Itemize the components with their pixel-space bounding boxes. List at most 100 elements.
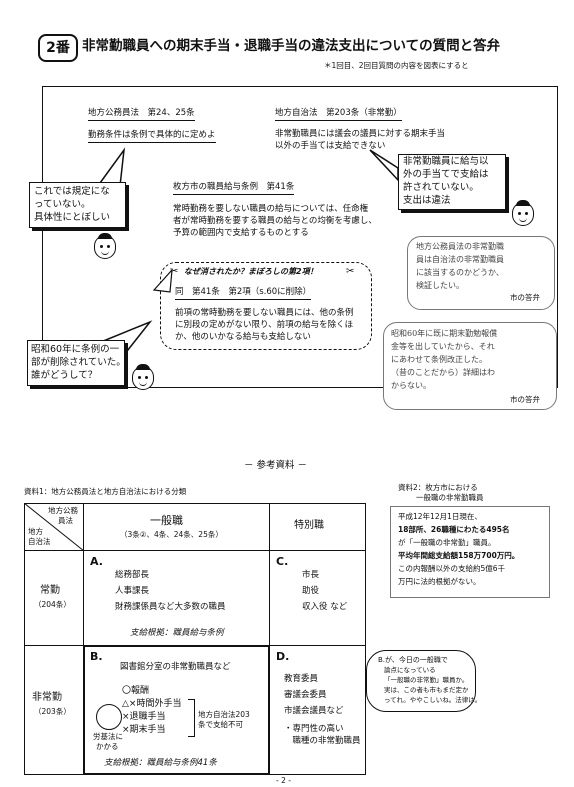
col1-sub: （3条②、4条、24条、25条）: [120, 530, 223, 539]
b-item-1: 〇報酬: [122, 686, 150, 696]
answer1-line1: 地方公務員法の非常勤職: [416, 242, 504, 251]
diagram-frame: [42, 86, 558, 388]
scissors-icon-right: ✂: [346, 266, 355, 277]
b-item-4: ×期末手当: [122, 725, 166, 735]
erased-clause-box: [160, 262, 372, 350]
answer1-line4: 検証したい。: [416, 281, 464, 290]
callout-left-1-line3: 具体性にとぼしい: [34, 212, 111, 223]
row2-sub: （203条）: [34, 707, 71, 716]
a-label: A.: [90, 555, 103, 568]
callout-left-1: [29, 182, 126, 228]
callout-left-1-line1: これでは規定にな: [34, 186, 110, 197]
bubble-line5: ってれ。ややこしいね。法律は。: [384, 696, 482, 704]
person-face-icon-3: [132, 364, 154, 390]
b-note-2: 条で支給不可: [198, 720, 243, 729]
b-brace: [188, 699, 195, 737]
callout-left-2-line2: 部が削除されていた。: [31, 357, 126, 368]
d-item-2: 審議会委員: [284, 690, 327, 700]
answer2-sign: 市の答弁: [510, 395, 540, 404]
badge-text: 2番: [46, 40, 70, 56]
erased-line3: か、他のいかなる給与も支給しない: [175, 332, 311, 342]
corner-bottom2: 自治法: [28, 537, 51, 546]
material2-line-5: この内報酬以外の支給約5億6千: [398, 564, 506, 573]
reference-title: － 参考資料 －: [244, 460, 308, 471]
row2-title: 非常勤: [32, 692, 62, 703]
erased-line1: 前項の常時勤務を要しない職員には、他の条例: [175, 308, 354, 318]
corner-top2: 員法: [58, 516, 73, 525]
person-face-icon-1: [94, 233, 116, 259]
b-label: B.: [90, 650, 103, 663]
material2-line-2: 18部所、26職種にわたる495名: [398, 525, 510, 534]
a-basis: 支給根拠：職員給与条例: [130, 628, 224, 638]
answer2-line2: 金等を出していたから、それ: [391, 342, 495, 351]
chihou-jichi-heading: 地方自治法 第203条（非常勤）: [275, 108, 402, 121]
callout-right-1-line4: 支出は違法: [403, 195, 451, 206]
c-item-1: 市長: [302, 570, 320, 580]
header-note: ＊1回目、2回目質問の内容を図表にすると: [324, 61, 469, 70]
cell-d: [269, 645, 366, 775]
material2-line-3: が「一般職の非常勤」職員。: [398, 538, 496, 547]
d-item-4: ・専門性の高い: [284, 724, 344, 734]
ordinance-line1: 常時勤務を要しない職員の給与については、任命権: [173, 204, 369, 214]
col1-title: 一般職: [150, 514, 183, 527]
a-item-3: 財務課係員など大多数の職員: [115, 602, 226, 612]
chihou-koumuin-text: 勤務条件は条例で具体的に定めよ: [88, 130, 216, 143]
ordinance-heading: 枚方市の職員給与条例 第41条: [173, 182, 295, 195]
material2-line-1: 平成12年12月1日現在、: [398, 512, 482, 521]
c-label: C.: [276, 555, 289, 568]
corner-bottom: 地方: [28, 527, 43, 536]
answer1-line2: 員は自治法の非常勤職員: [416, 255, 504, 264]
a-item-1: 総務部長: [115, 570, 150, 580]
a-item-2: 人事課長: [115, 586, 150, 596]
bubble-line1: B.が、今日の一般職で: [378, 656, 448, 664]
row-header-fulltime: [24, 550, 84, 646]
callout-left-2-line1: 昭和60年に条例の一: [31, 344, 120, 355]
answer2-line1: 昭和60年に既に期末勤勉報償: [391, 329, 498, 338]
ordinance-line3: 予算の範囲内で支給するものとする: [173, 228, 309, 238]
b-head: 図書館分室の非常勤職員など: [120, 662, 231, 672]
scissors-icon-left: ✂: [170, 266, 179, 277]
city-answer-1: [407, 236, 555, 310]
d-item-5: 職種の非常勤職員: [284, 736, 361, 746]
material1-caption: 資料1：地方公務員法と地方自治法における分類: [24, 487, 187, 496]
b-basis: 支給根拠：職員給与条例41条: [104, 758, 217, 768]
ordinance-line2: 者が常時勤務を要する職員の給与との均衡を考慮し、: [173, 216, 377, 226]
b-rou-2: かかる: [96, 742, 119, 751]
callout-right-1-line1: 非常勤職員に給与以: [403, 156, 489, 167]
chihou-jichi-line1: 非常勤職員には議会の議員に対する期末手当: [275, 129, 446, 139]
person-face-icon-2: [512, 200, 534, 226]
corner-diagonal: [24, 503, 84, 551]
chihou-jichi-line2: 以外の手当ては支給できない: [275, 141, 386, 151]
erased-heading: 同 第41条 第2項（s.60に削除）: [175, 287, 312, 300]
d-label: D.: [276, 650, 290, 663]
callout-right-1-line2: 外の手当てで支給は: [403, 169, 489, 180]
corner-top: 地方公務: [48, 506, 78, 515]
material2-box: [390, 506, 550, 598]
b-rou-1: 労基法に: [93, 732, 123, 741]
erased-line2: に別段の定めがない限り、前項の給与を除くほ: [175, 320, 354, 330]
badge-octagon: 2番: [38, 34, 78, 62]
material2-line-6: 万円に法的根拠がない。: [398, 577, 481, 586]
callout-left-1-line2: っていない。: [34, 199, 91, 210]
row1-sub: （204条）: [34, 600, 71, 609]
bubble-line3: 「一般職の非常勤」職員か。: [384, 676, 469, 684]
material2-title-2: 一般職の非常勤職員: [416, 493, 484, 502]
callout-left-2: [27, 340, 125, 386]
c-item-2: 助役: [302, 586, 320, 596]
c-item-3: 収入役 など: [302, 602, 348, 612]
material2-title-1: 資料2：枚方市における: [398, 483, 478, 492]
annotation-bubble: [366, 650, 476, 712]
bubble-line4: 実は、この者も市もまだ定か: [384, 686, 469, 694]
answer1-sign: 市の答弁: [510, 293, 540, 302]
answer2-line3: にあわせて条例改正した。: [391, 355, 487, 364]
chihou-koumuin-heading: 地方公務員法 第24、25条: [88, 108, 195, 121]
page-title: 非常勤職員への期末手当・退職手当の違法支出についての質問と答弁: [82, 38, 501, 54]
material2-line-4: 平均年間総支給額158万700万円。: [398, 551, 520, 560]
bubble-line2: 論点になっている: [384, 666, 436, 674]
erased-banner: なぜ消されたか？まぼろしの第2項！: [184, 267, 318, 276]
row1-title: 常勤: [40, 585, 60, 596]
answer1-line3: に該当するのかどうか、: [416, 268, 504, 277]
callout-right-1: [398, 154, 506, 210]
col2-title: 特別職: [294, 520, 324, 531]
d-item-3: 市議会議員など: [284, 706, 344, 716]
